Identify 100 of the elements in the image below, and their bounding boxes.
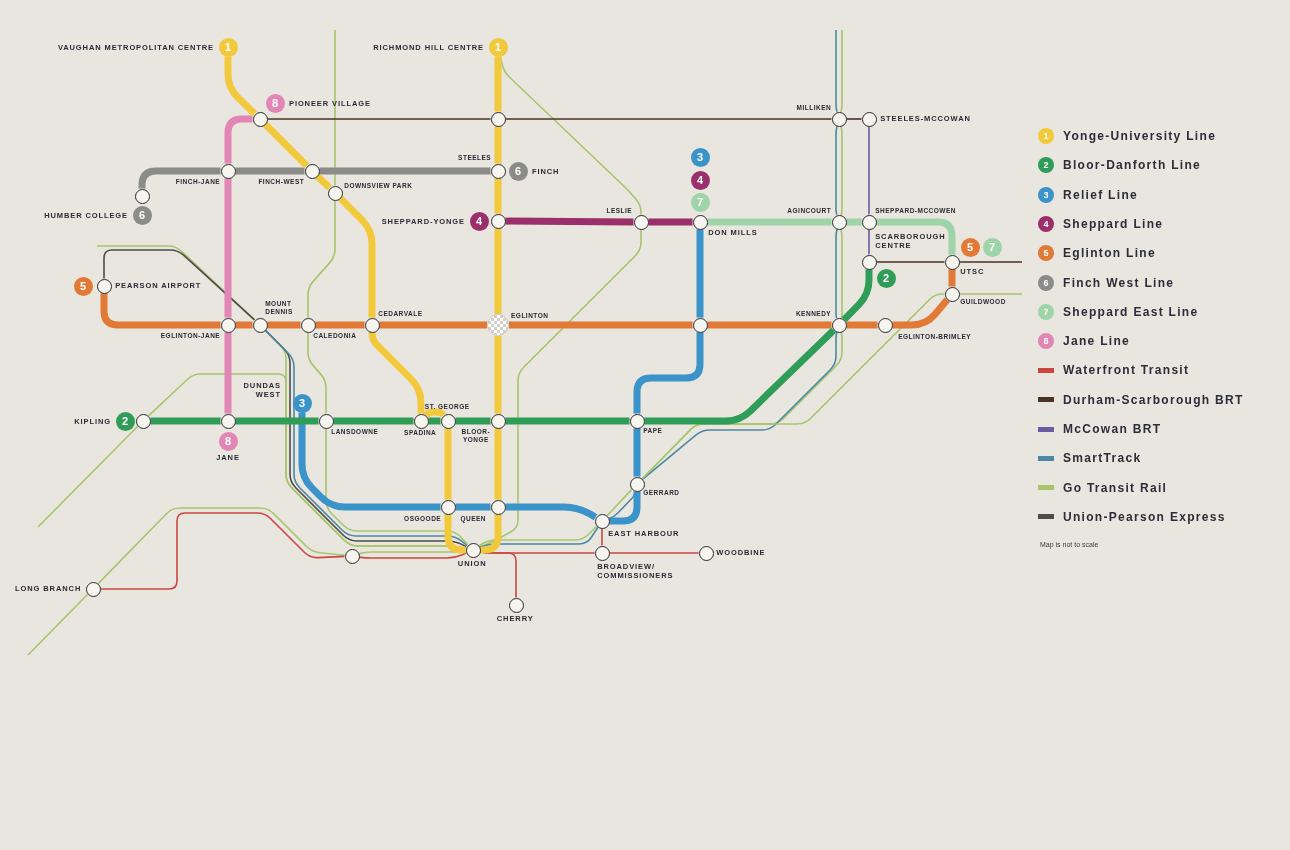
subway-line: [262, 121, 310, 169]
line-badge: [982, 237, 1002, 257]
station-marker: [490, 213, 506, 229]
subway-line: [505, 217, 634, 226]
station-marker: [344, 548, 360, 564]
subway-line: [846, 218, 862, 226]
legend-label: Relief Line: [1063, 187, 1138, 202]
subway-line: [633, 428, 641, 477]
brt-line: [868, 125, 870, 216]
subway-line: [444, 514, 466, 554]
line-number: 7: [988, 241, 996, 253]
subway-line: [100, 293, 221, 329]
brt-line: [868, 228, 870, 256]
line-number: 5: [79, 280, 87, 292]
subway-line: [480, 514, 502, 554]
line-badge: [690, 192, 710, 212]
subway-line: [876, 218, 956, 255]
legend-number: 1: [1043, 131, 1049, 141]
waterfront-transit-line: [608, 552, 700, 554]
subway-line: [319, 167, 491, 175]
subway-line: [948, 269, 956, 287]
subway-line: [505, 503, 598, 521]
line-number: 3: [696, 151, 704, 163]
subway-line: [315, 321, 365, 329]
subway-line: [337, 195, 376, 318]
line-number: 1: [224, 41, 232, 53]
rail-line: [37, 425, 139, 528]
line-number: 8: [271, 97, 279, 109]
legend-label: Sheppard East Line: [1063, 304, 1199, 319]
legend-number: 6: [1043, 278, 1049, 287]
line-number: 2: [882, 272, 890, 284]
subway-line: [505, 417, 630, 425]
legend-label: Waterfront Transit: [1063, 363, 1190, 378]
subway-line: [315, 173, 332, 191]
brt-line: [845, 118, 863, 120]
legend-number: 4: [1043, 219, 1049, 229]
legend-number: 7: [1043, 307, 1049, 317]
subway-line: [892, 297, 950, 329]
brt-line: [504, 118, 833, 120]
legend-label: Go Transit Rail: [1063, 480, 1168, 495]
subway-line: [494, 336, 502, 414]
legend-number: 2: [1043, 160, 1049, 170]
subway-line: [707, 321, 832, 329]
subway-line: [298, 412, 441, 511]
legend-label: Sheppard Line: [1063, 216, 1164, 232]
subway-line: [494, 228, 502, 314]
subway-line: [224, 115, 253, 164]
subway-line: [707, 218, 832, 226]
subway-line: [696, 229, 704, 318]
legend-label: Bloor-Danforth Line: [1063, 158, 1202, 173]
brt-line: [958, 261, 1023, 263]
line-badge: [690, 170, 710, 190]
subway-line: [455, 503, 491, 511]
legend-number: 3: [1043, 190, 1049, 200]
station-marker: [134, 188, 150, 204]
legend-label: McCowan BRT: [1063, 421, 1162, 437]
line-number: 6: [514, 165, 522, 177]
subway-line: [494, 178, 502, 214]
line-number: 2: [121, 415, 129, 427]
subway-line: [224, 332, 232, 414]
legend-label: Finch West Line: [1063, 275, 1175, 290]
line-badge: [960, 237, 980, 257]
subway-line: [235, 167, 305, 175]
subway-line: [379, 321, 487, 329]
legend-label: Jane Line: [1063, 333, 1131, 349]
line-badge: [876, 268, 896, 288]
line-number: 1: [494, 41, 502, 53]
legend-label: Yonge-University Line: [1063, 128, 1217, 144]
subway-line: [333, 417, 414, 425]
subway-line: [267, 321, 301, 329]
rail-line: [641, 293, 946, 480]
subway-line: [224, 178, 232, 318]
line-number: 8: [224, 435, 232, 447]
legend-number: 5: [1043, 248, 1049, 258]
legend-label: SmartTrack: [1063, 451, 1142, 466]
line-number: 5: [966, 241, 974, 253]
rail-line: [325, 427, 469, 546]
legend-number: 8: [1043, 336, 1049, 346]
rail-line: [307, 331, 327, 415]
legend-label: Union-Pearson Express: [1063, 509, 1226, 525]
station-marker: [135, 413, 151, 429]
subway-line: [648, 218, 693, 226]
subway-line: [224, 56, 258, 117]
subway-line: [841, 269, 873, 323]
brt-line: [875, 261, 946, 263]
line-number: 4: [475, 215, 483, 227]
line-badge: [690, 147, 710, 167]
subway-line: [494, 126, 502, 164]
subway-line: [846, 321, 878, 329]
subway-line: [235, 417, 319, 425]
line-number: 3: [298, 397, 306, 409]
subway-line: [444, 428, 452, 500]
subway-line: [494, 56, 502, 112]
line-badge: [73, 276, 93, 296]
subway-line: [235, 321, 253, 329]
subway-line: [509, 321, 693, 329]
subway-line: [150, 417, 221, 425]
rail-line: [27, 593, 89, 656]
waterfront-transit-line: [601, 527, 603, 547]
line-number: 4: [696, 174, 704, 186]
